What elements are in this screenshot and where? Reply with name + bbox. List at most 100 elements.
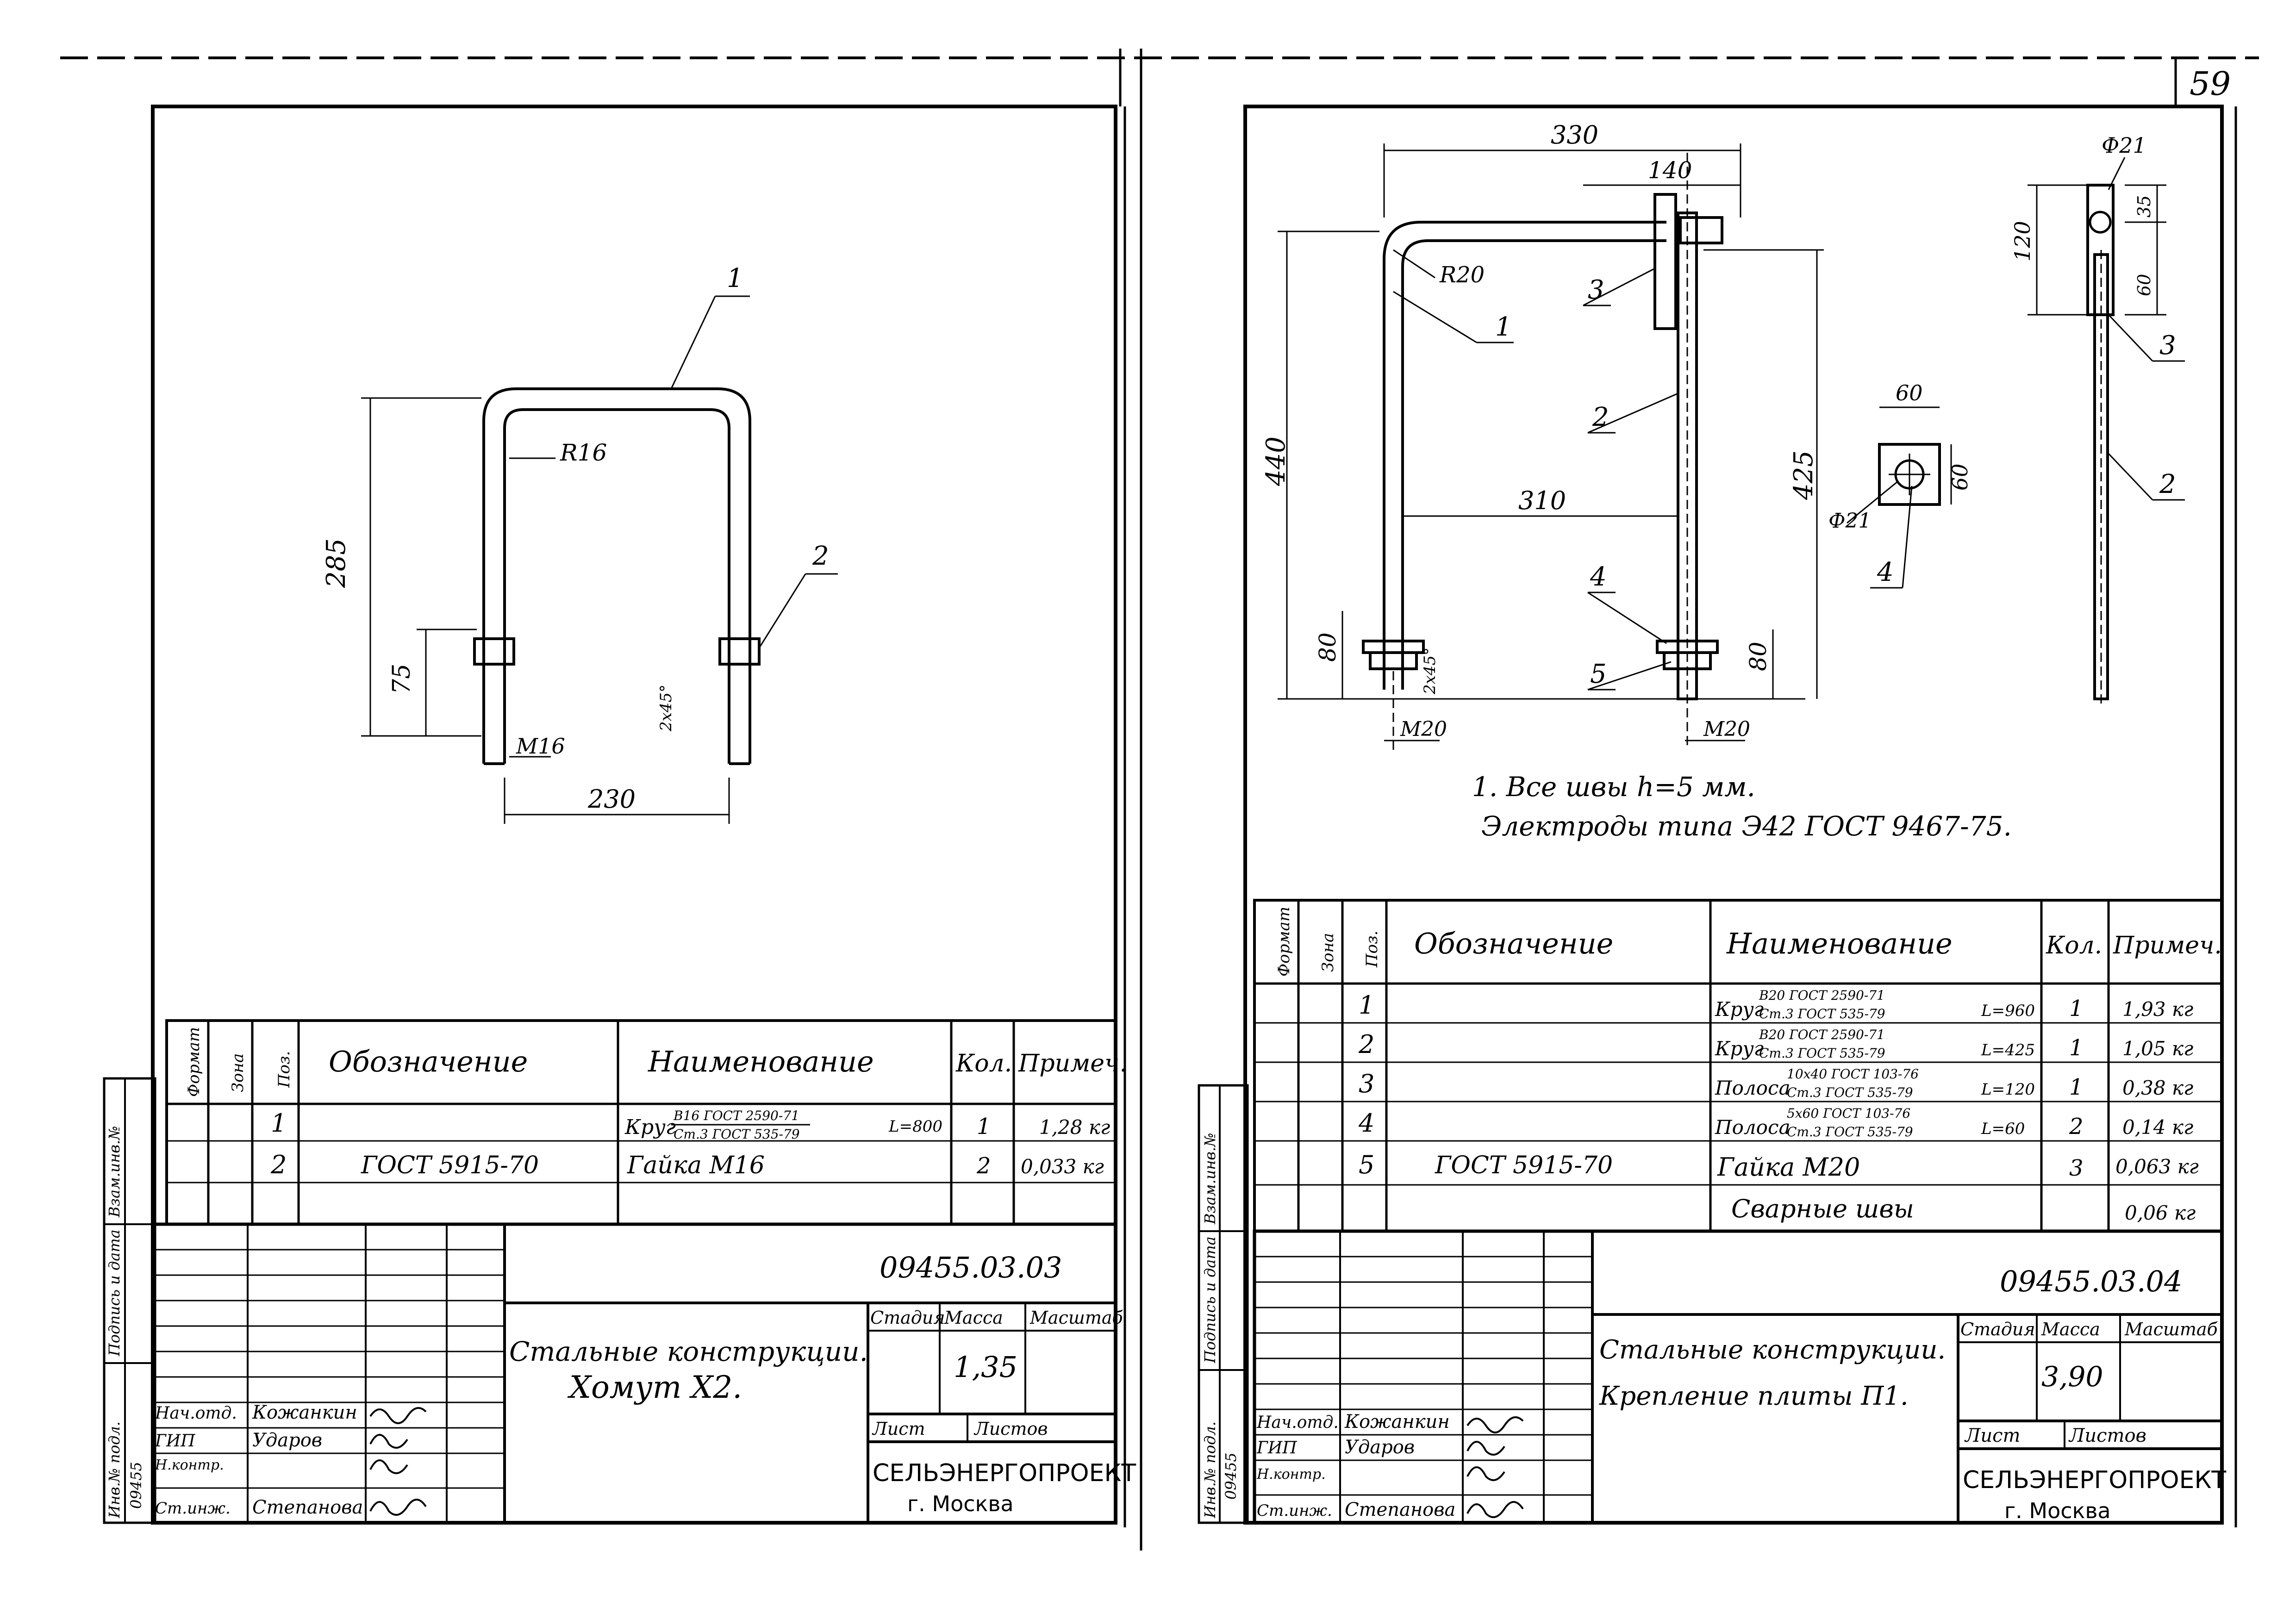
right-mass-value: 3,90 [2041, 1361, 2103, 1393]
dim-m16: M16 [516, 734, 565, 759]
dim-120: 120 [2010, 221, 2035, 262]
left-city: г. Москва [907, 1491, 1014, 1516]
left-spec-table: Формат Зона Поз. Обозначение Наименовани… [165, 1019, 1127, 1226]
dim-r16: R16 [560, 439, 607, 466]
plate-4-left [1362, 640, 1425, 654]
row2-qty: 2 [976, 1153, 991, 1179]
left-name-4: Степанова [252, 1497, 363, 1518]
dim-m20-left: M20 [1400, 717, 1447, 741]
rod-1-outer [1383, 221, 1666, 690]
rrow3-std-bot: Ст.3 ГОСТ 535-79 [1787, 1085, 1913, 1100]
row1-name: Круг [624, 1115, 676, 1139]
plate-4-detail: 60 60 Ф21 4 [1828, 380, 1972, 589]
hdr-qty: Кол. [955, 1050, 1012, 1077]
right-signature-2 [1466, 1441, 1505, 1456]
callout-2-rod: 2 [2159, 469, 2176, 499]
rhdr-zone: Зона [1319, 933, 1337, 972]
dim-chamfer-right: 2x45° [1421, 648, 1439, 695]
rrow3-qty: 1 [2069, 1074, 2084, 1100]
row1-len: L=800 [888, 1117, 942, 1136]
right-signature-1 [1466, 1416, 1524, 1433]
left-scale-label: Масштаб [1029, 1308, 1123, 1328]
left-side-strip: Взам.инв.№ Подпись и дата Инв.№ подл. 09… [103, 1077, 156, 1524]
right-side-strip: Взам.инв.№ Подпись и дата Инв.№ подл. 09… [1198, 1084, 1249, 1524]
right-title-1: Стальные конструкции. [1599, 1335, 1946, 1365]
hdr-zone: Зона [229, 1053, 247, 1092]
right-signature-4 [1466, 1501, 1524, 1518]
callout-2-right: 2 [1592, 402, 1609, 432]
callout-3-rod: 3 [2159, 330, 2176, 361]
callout-4-detail: 4 [1877, 557, 1894, 587]
plate-3 [1653, 193, 1677, 330]
rrow6-note: 0,06 кг [2125, 1202, 2196, 1224]
right-city: г. Москва [2004, 1498, 2111, 1523]
nut-top [1679, 216, 1723, 244]
row2-name: Гайка М16 [627, 1152, 765, 1179]
right-role-2: ГИП [1256, 1439, 1297, 1457]
rrow2-std-bot: Ст.3 ГОСТ 535-79 [1759, 1046, 1885, 1061]
note-2: Электроды типа Э42 ГОСТ 9467-75. [1481, 810, 2012, 842]
row1-qty: 1 [977, 1114, 991, 1140]
callout-5-right: 5 [1590, 659, 1607, 689]
rrow5-name: Гайка М20 [1717, 1152, 1860, 1182]
rrow5-note: 0,063 кг [2115, 1155, 2199, 1178]
rrow4-std-bot: Ст.3 ГОСТ 535-79 [1787, 1124, 1913, 1140]
left-org: СЕЛЬЭНЕРГОПРОЕКТ [873, 1459, 1136, 1487]
right-scale-label: Масштаб [2124, 1319, 2218, 1339]
dim-phi21-plate: Ф21 [1828, 509, 1872, 533]
u-bolt-drawing: 285 75 230 R16 M16 2x45° 1 2 [321, 263, 838, 824]
rrow6-name: Сварные швы [1731, 1194, 1914, 1223]
left-role-1: Нач.отд. [155, 1404, 237, 1423]
row1-std-top: В16 ГОСТ 2590-71 [673, 1108, 799, 1123]
left-side-label-3: Инв.№ подл. [106, 1421, 123, 1519]
left-side-label-2: Подпись и дата [106, 1229, 123, 1357]
dim-440: 440 [1261, 436, 1291, 486]
anchor-assembly-drawing: 330 140 440 310 425 80 80 2x45° M20 M20 … [1261, 120, 1824, 750]
rrow2-name: Круг [1715, 1037, 1764, 1060]
dim-140: 140 [1648, 157, 1692, 184]
right-name-1: Кожанкин [1344, 1411, 1450, 1432]
dim-60-rod: 60 [2134, 274, 2154, 296]
dim-chamfer-left: 2x45° [657, 685, 675, 732]
rrow1-note: 1,93 кг [2122, 998, 2193, 1021]
rhdr-qty: Кол. [2046, 932, 2102, 959]
note-1: 1. Все швы h=5 мм. [1472, 771, 1755, 803]
right-doc-code: 09455.03.04 [2000, 1264, 2182, 1298]
row1-std-bot: Ст.3 ГОСТ 535-79 [674, 1127, 800, 1142]
rrow5-qty: 3 [2069, 1155, 2084, 1181]
right-spec-table: Формат Зона Поз. Обозначение Наименовани… [1253, 899, 2223, 1233]
left-stage-label: Стадия [870, 1308, 945, 1328]
right-org: СЕЛЬЭНЕРГОПРОЕКТ [1963, 1466, 2226, 1494]
dim-330: 330 [1551, 120, 1598, 149]
left-signature-1 [369, 1407, 427, 1424]
left-signature-4 [369, 1499, 427, 1516]
row2-designation: ГОСТ 5915-70 [361, 1152, 539, 1179]
hdr-format: Формат [185, 1027, 203, 1097]
rrow3-len: L=120 [1981, 1080, 2035, 1099]
callout-1-right: 1 [1495, 312, 1512, 342]
left-role-3: Н.контр. [155, 1457, 224, 1473]
hdr-pos: Поз. [275, 1051, 293, 1088]
rrow2-std-top: В20 ГОСТ 2590-71 [1759, 1027, 1885, 1042]
rrow3-name: Полоса [1715, 1077, 1791, 1099]
rrow4-qty: 2 [2069, 1114, 2084, 1140]
rrow4-name: Полоса [1715, 1116, 1791, 1139]
left-role-2: ГИП [155, 1432, 195, 1451]
rhdr-note: Примеч. [2113, 932, 2222, 959]
callout-4-right: 4 [1590, 562, 1607, 592]
rrow2-len: L=425 [1981, 1041, 2035, 1059]
left-mass-value: 1,35 [954, 1350, 1017, 1384]
rod-2-side-view: 120 35 60 Ф21 3 2 [2010, 133, 2185, 708]
right-title-block: 09455.03.04 Стальные конструкции. Крепле… [1253, 1229, 2226, 1525]
right-role-1: Нач.отд. [1256, 1413, 1339, 1432]
rrow4-pos: 4 [1358, 1109, 1374, 1138]
rrow1-std-top: В20 ГОСТ 2590-71 [1759, 988, 1885, 1003]
right-sheets-label: Листов [2068, 1425, 2146, 1446]
right-side-label-3: Инв.№ подл. [1201, 1421, 1219, 1519]
left-name-1: Кожанкин [252, 1402, 357, 1423]
rrow3-note: 0,38 кг [2122, 1077, 2193, 1099]
right-signature-3 [1466, 1466, 1505, 1481]
row1-note: 1,28 кг [1039, 1116, 1110, 1139]
left-title-2: Хомут Х2. [567, 1370, 742, 1405]
